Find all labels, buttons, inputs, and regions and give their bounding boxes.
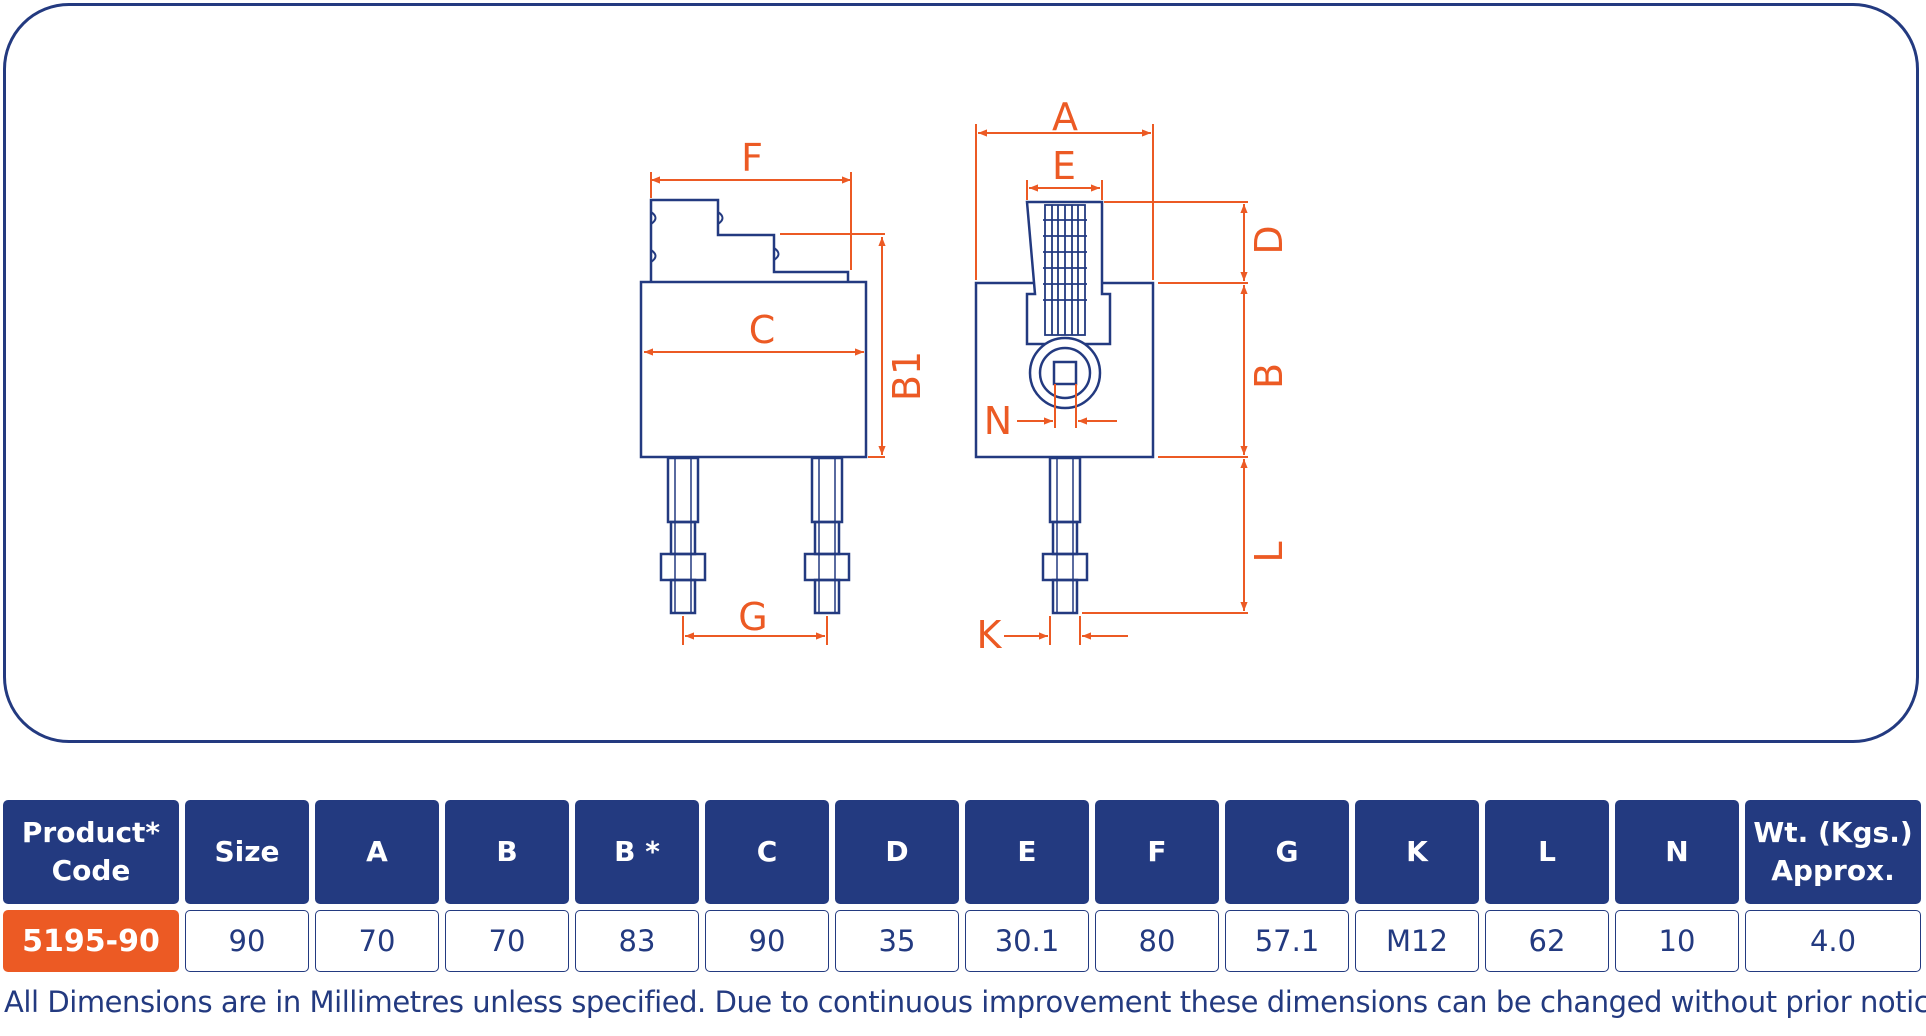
header-code-line1: Product* <box>21 816 161 850</box>
header-d: D <box>835 800 959 904</box>
dim-label-n: N <box>984 399 1012 443</box>
front-view-screw-head-inner <box>1038 346 1092 400</box>
front-view-screw-threads <box>1043 204 1087 336</box>
header-l: L <box>1485 800 1609 904</box>
header-weight: Wt. (Kgs.) Approx. <box>1745 800 1921 904</box>
header-product-code: Product* Code <box>3 800 179 904</box>
side-view <box>639 198 868 615</box>
cell-n: 10 <box>1615 910 1739 972</box>
header-g: G <box>1225 800 1349 904</box>
dim-label-b: B <box>1247 363 1291 389</box>
header-code-line2: Code <box>51 854 131 887</box>
technical-drawing: F C B1 G <box>639 95 1291 657</box>
cell-k: M12 <box>1355 910 1479 972</box>
header-a: A <box>315 800 439 904</box>
dim-label-a: A <box>1052 95 1078 139</box>
front-view-jaw <box>1025 200 1112 346</box>
drawing-panel <box>3 3 1919 743</box>
cell-l: 62 <box>1485 910 1609 972</box>
dim-label-g: G <box>738 595 767 639</box>
header-b: B <box>445 800 569 904</box>
header-size: Size <box>185 800 309 904</box>
header-f: F <box>1095 800 1219 904</box>
front-view-square-socket <box>1052 360 1078 386</box>
dim-label-c: C <box>749 308 776 352</box>
front-view-bolt <box>1041 456 1089 615</box>
header-wt-line2: Approx. <box>1771 854 1895 887</box>
cell-size: 90 <box>185 910 309 972</box>
header-n: N <box>1615 800 1739 904</box>
cell-e: 30.1 <box>965 910 1089 972</box>
header-b-star: B * <box>575 800 699 904</box>
cell-a: 70 <box>315 910 439 972</box>
side-view-jaw-steps <box>649 198 850 282</box>
cell-b: 70 <box>445 910 569 972</box>
dim-label-d: D <box>1247 225 1291 254</box>
cell-g: 57.1 <box>1225 910 1349 972</box>
dim-label-b1: B1 <box>885 351 929 401</box>
header-wt-line1: Wt. (Kgs.) <box>1753 816 1913 850</box>
footnote: All Dimensions are in Millimetres unless… <box>4 985 1926 1019</box>
header-e: E <box>965 800 1089 904</box>
cell-f: 80 <box>1095 910 1219 972</box>
side-view-body <box>639 280 868 459</box>
dim-label-k: K <box>977 613 1003 657</box>
header-c: C <box>705 800 829 904</box>
side-view-right-bolt <box>803 456 851 615</box>
cell-b-star: 83 <box>575 910 699 972</box>
header-k: K <box>1355 800 1479 904</box>
front-view <box>974 200 1155 615</box>
cell-c: 90 <box>705 910 829 972</box>
cell-d: 35 <box>835 910 959 972</box>
side-view-left-bolt <box>659 456 707 615</box>
dim-label-f: F <box>741 136 763 180</box>
cell-weight: 4.0 <box>1745 910 1921 972</box>
dim-label-l: L <box>1247 541 1291 562</box>
dim-label-e: E <box>1052 144 1076 188</box>
cell-product-code: 5195-90 <box>3 910 179 972</box>
